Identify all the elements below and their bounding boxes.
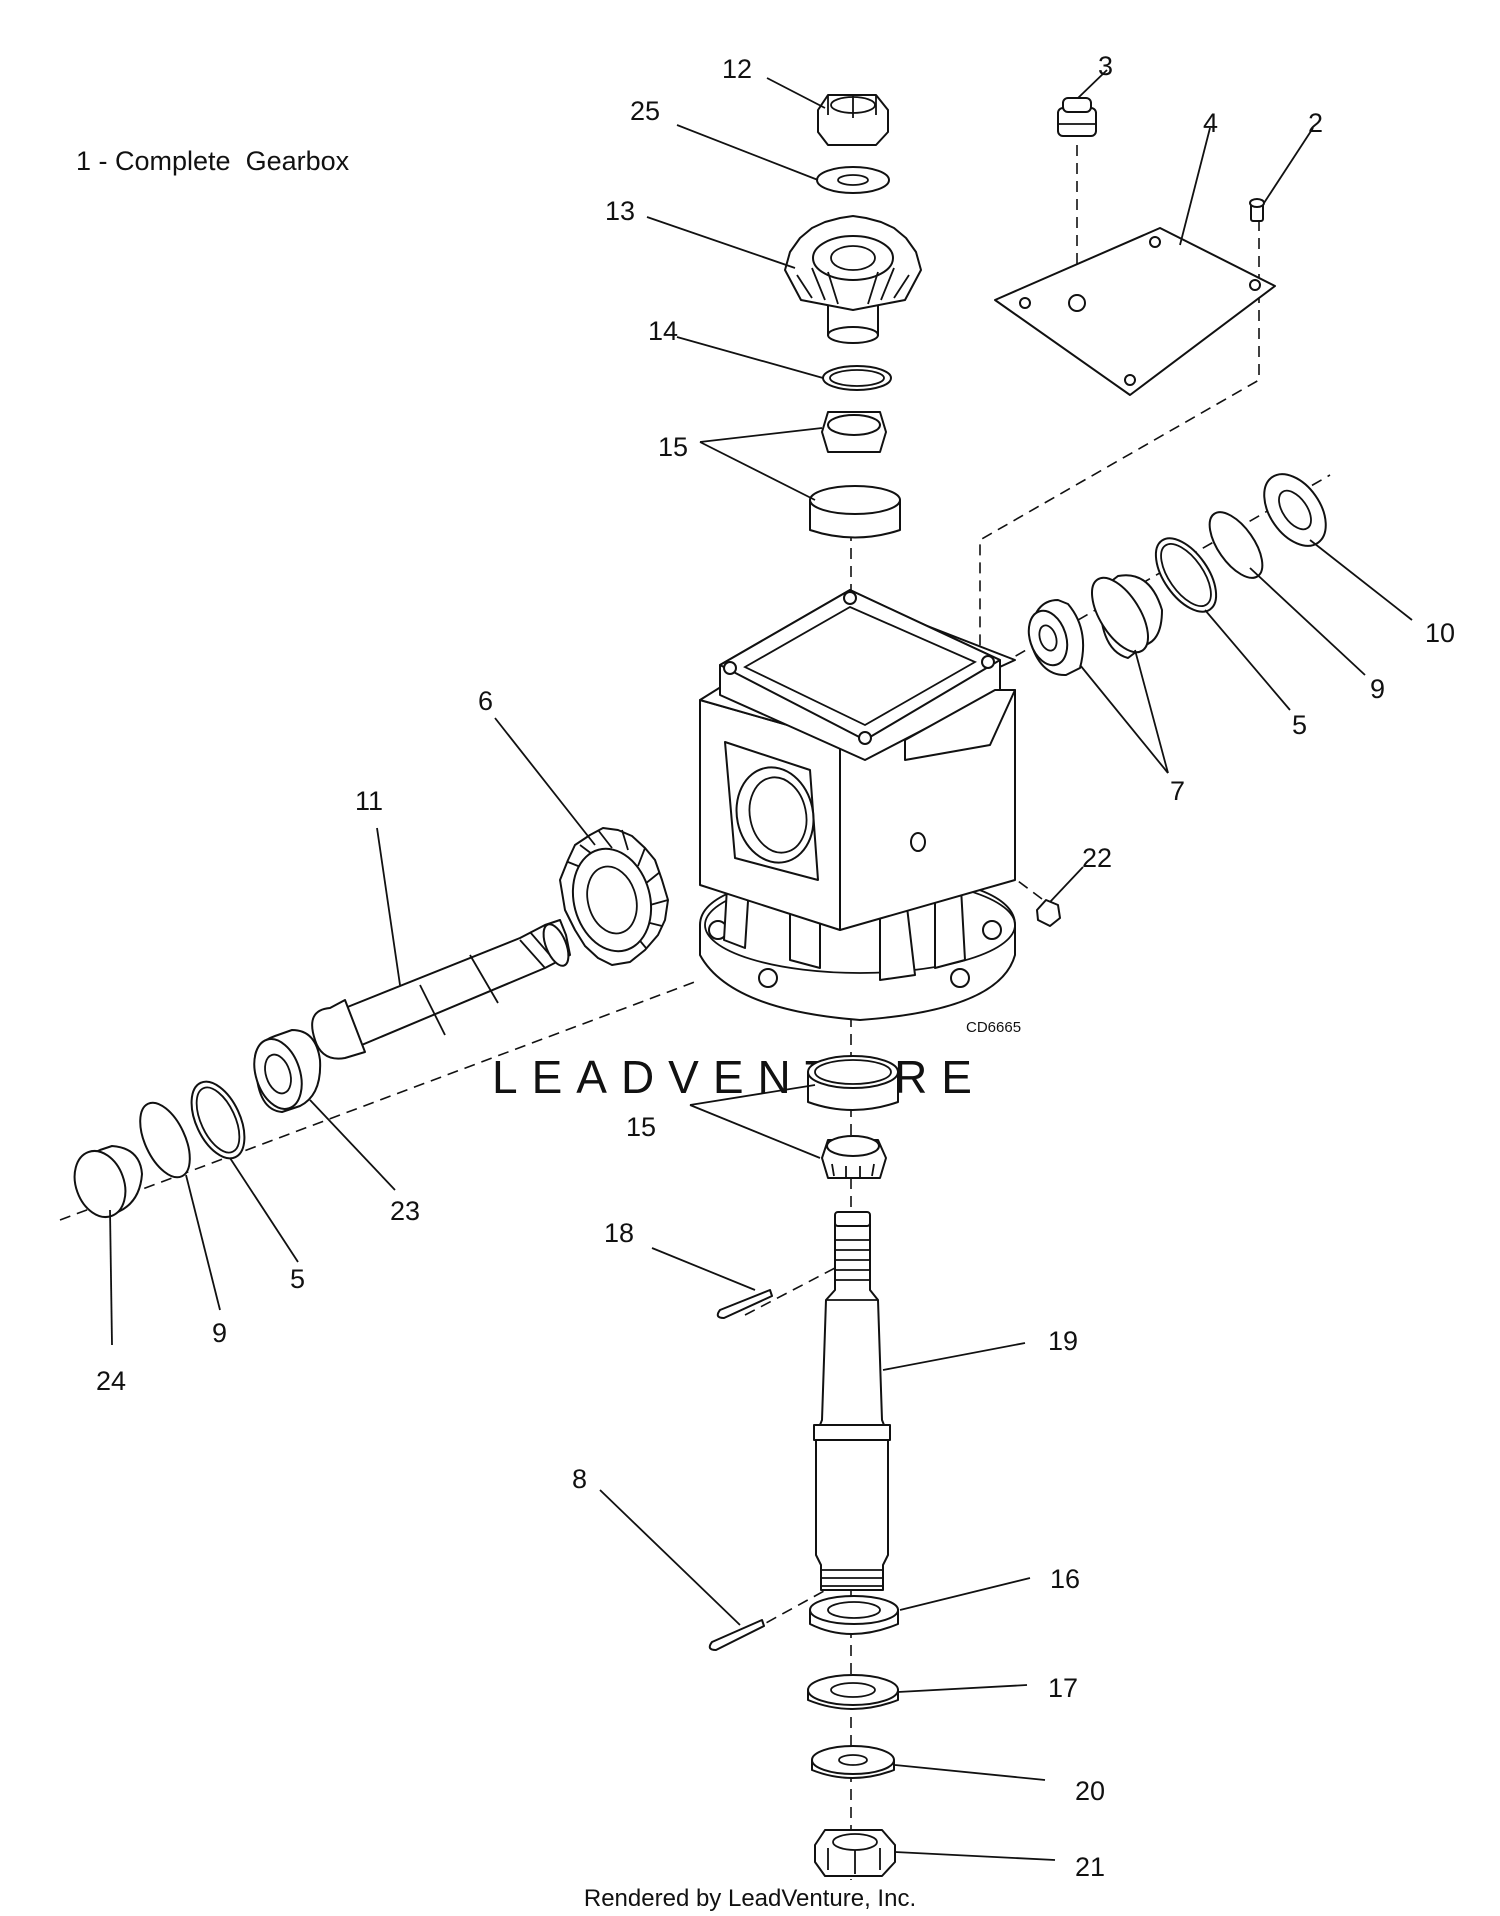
callout-22: 22: [1082, 843, 1112, 873]
callout-15-upper: 15: [658, 432, 688, 462]
callout-8: 8: [572, 1464, 587, 1494]
part-11-input-shaft: [311, 919, 571, 1060]
part-13-bevel-gear: [784, 215, 922, 344]
part-10-seal: [1263, 473, 1327, 547]
part-25-washer: [816, 166, 890, 194]
part-21-castle-nut: [814, 1829, 896, 1877]
callout-16: 16: [1050, 1564, 1080, 1594]
gearbox-housing: [699, 589, 1016, 1021]
callout-25: 25: [630, 96, 660, 126]
part-5-shim-right: [1154, 537, 1218, 613]
callout-10: 10: [1425, 618, 1455, 648]
callout-17: 17: [1048, 1673, 1078, 1703]
callout-14: 14: [648, 316, 678, 346]
part-22-plug: [1036, 899, 1061, 927]
footer-credit: Rendered by LeadVenture, Inc.: [584, 1885, 916, 1912]
part-4-cover-plate: [994, 227, 1276, 396]
part-12-castle-nut: [817, 94, 889, 146]
part-6-bevel-gear: [559, 827, 669, 966]
diagram-title: 1 - Complete Gearbox: [76, 146, 350, 176]
callout-24: 24: [96, 1366, 126, 1396]
callout-11: 11: [355, 786, 383, 816]
callout-12: 12: [722, 54, 752, 84]
watermark: LEADVENTURE: [492, 1051, 986, 1103]
part-5-shim-left: [190, 1080, 246, 1160]
drawing-code: CD6665: [966, 1019, 1021, 1036]
part-14-ring: [822, 365, 892, 391]
callout-6: 6: [478, 686, 493, 716]
callout-5-left: 5: [290, 1264, 305, 1294]
part-16-seal: [809, 1595, 899, 1635]
callout-15-lower: 15: [626, 1112, 656, 1142]
callout-9-left: 9: [212, 1318, 227, 1348]
part-15-upper-bearing: [809, 411, 901, 539]
part-8-cotter-pin: [708, 1619, 765, 1651]
leader-lines: [109, 69, 1413, 1861]
part-7-bearing: [1027, 574, 1163, 677]
assembly-lines: [59, 145, 1331, 1880]
part-2-screw: [1249, 198, 1265, 222]
part-17-washer: [807, 1674, 899, 1710]
callout-20: 20: [1075, 1776, 1105, 1806]
callout-4: 4: [1203, 108, 1218, 138]
callout-13: 13: [605, 196, 635, 226]
callout-21: 21: [1075, 1852, 1105, 1882]
part-19-output-shaft: [813, 1211, 891, 1591]
callout-9-right: 9: [1370, 674, 1385, 704]
callout-18: 18: [604, 1218, 634, 1248]
callout-labels: 12 25 13 14 15 15 3 4 2 10 9 5 7 6 11 22…: [96, 51, 1455, 1882]
part-20-spacer: [811, 1745, 895, 1779]
callout-23: 23: [390, 1196, 420, 1226]
part-23-bearing: [253, 1029, 322, 1113]
callout-3: 3: [1098, 51, 1113, 81]
part-18-cotter-pin: [716, 1289, 773, 1319]
callout-5-right: 5: [1292, 710, 1307, 740]
callout-19: 19: [1048, 1326, 1078, 1356]
part-15-lower-bearing: [807, 1055, 899, 1179]
part-3-breather: [1057, 97, 1097, 137]
callout-7: 7: [1170, 776, 1185, 806]
callout-2: 2: [1308, 108, 1323, 138]
part-24-cap: [73, 1145, 143, 1218]
part-9-snap-ring-left: [139, 1101, 191, 1179]
